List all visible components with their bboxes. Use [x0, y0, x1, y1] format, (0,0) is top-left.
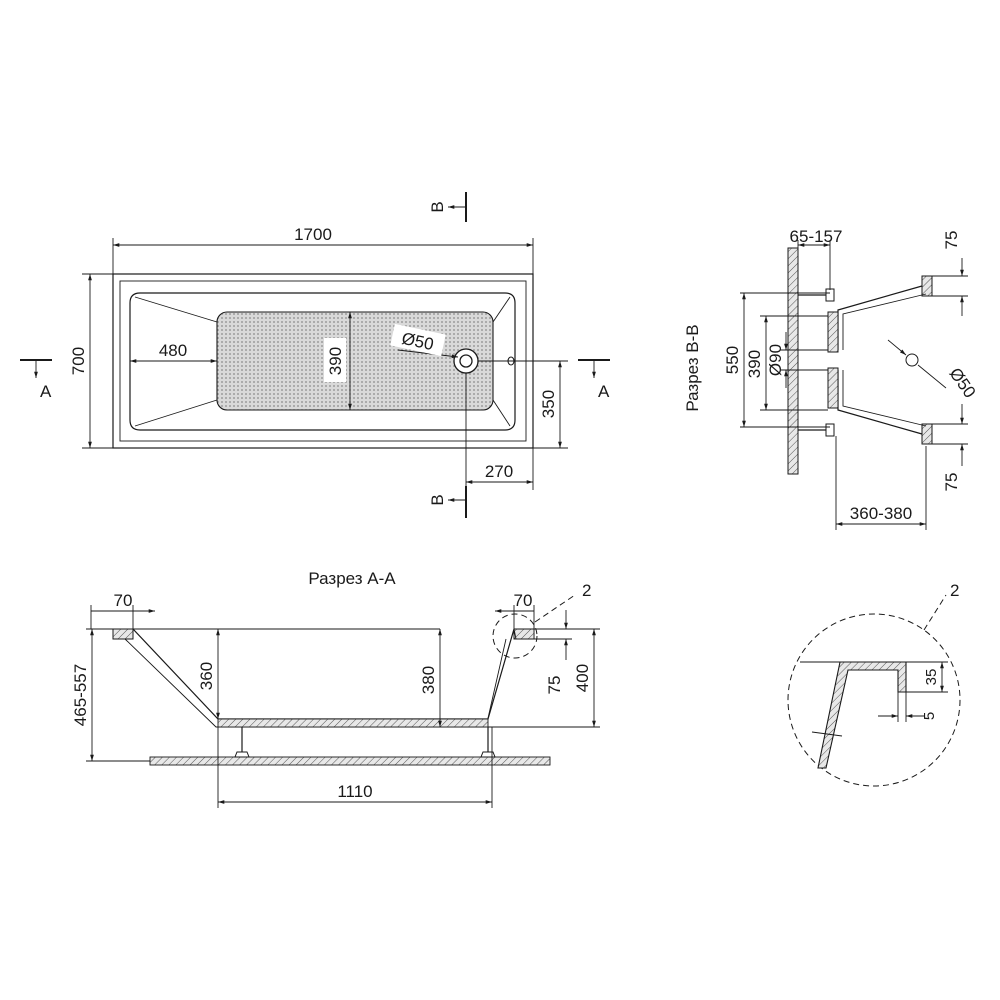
dim-rim-left: 70: [114, 591, 133, 610]
dim-overflow: Ø50: [946, 364, 980, 401]
section-a-title: Разрез А-А: [308, 569, 396, 588]
dim-bottom-margin: 75: [942, 473, 961, 492]
basin-outline: [129, 292, 516, 431]
rim-profile: [817, 661, 907, 769]
dim-width: 700: [69, 347, 88, 375]
dim-height-total: 465-557: [71, 664, 90, 726]
section-a-right-label: A: [598, 382, 610, 401]
section-a-view: Разрез А-А 70 70 2 465-557: [71, 569, 600, 808]
section-a-callout: 2: [582, 581, 591, 600]
dim-drain-y: 350: [539, 390, 558, 418]
dim-height-outer: 550: [723, 346, 742, 374]
section-b-title: Разрез В-В: [683, 324, 702, 411]
overflow-section-icon: [905, 353, 919, 367]
floor: [149, 756, 551, 766]
detail-callout: 2: [950, 581, 959, 600]
dim-wall: 5: [921, 712, 938, 720]
tub-bottom: [217, 718, 489, 728]
dim-drain-x: 270: [485, 462, 513, 481]
detail-callout-circle: [492, 613, 538, 659]
dim-rim-drop: 75: [545, 676, 564, 695]
dim-depth-right: 380: [419, 666, 438, 694]
section-b-bottom-label: B: [428, 494, 447, 505]
basin-bottom: [216, 311, 494, 411]
section-a-left-label: A: [40, 382, 52, 401]
dim-frame-offset: 65-157: [790, 227, 843, 246]
dim-length: 1700: [294, 225, 332, 244]
detail-circle: [787, 613, 961, 787]
dim-bottom-length: 480: [159, 341, 187, 360]
dim-drain-size: Ø90: [766, 344, 785, 376]
detail-view: 2 35 5: [787, 581, 961, 787]
section-b-top-label: B: [428, 201, 447, 212]
dim-height-right: 400: [573, 664, 592, 692]
dim-bottom-width: 390: [326, 347, 345, 375]
dim-rim-right: 70: [514, 591, 533, 610]
section-b-view: Разрез В-В Ø50 65-157 75: [683, 227, 980, 530]
dim-depth: 360-380: [850, 504, 912, 523]
top-view: 1700 700 480 390 Ø50 350 270 A A: [20, 192, 610, 518]
dim-rim-height: 35: [923, 669, 940, 686]
wall: [787, 247, 799, 475]
dim-top-margin: 75: [942, 231, 961, 250]
dim-height-inner: 390: [745, 350, 764, 378]
dim-depth-left: 360: [197, 662, 216, 690]
dim-bottom-length-section: 1110: [337, 782, 372, 801]
